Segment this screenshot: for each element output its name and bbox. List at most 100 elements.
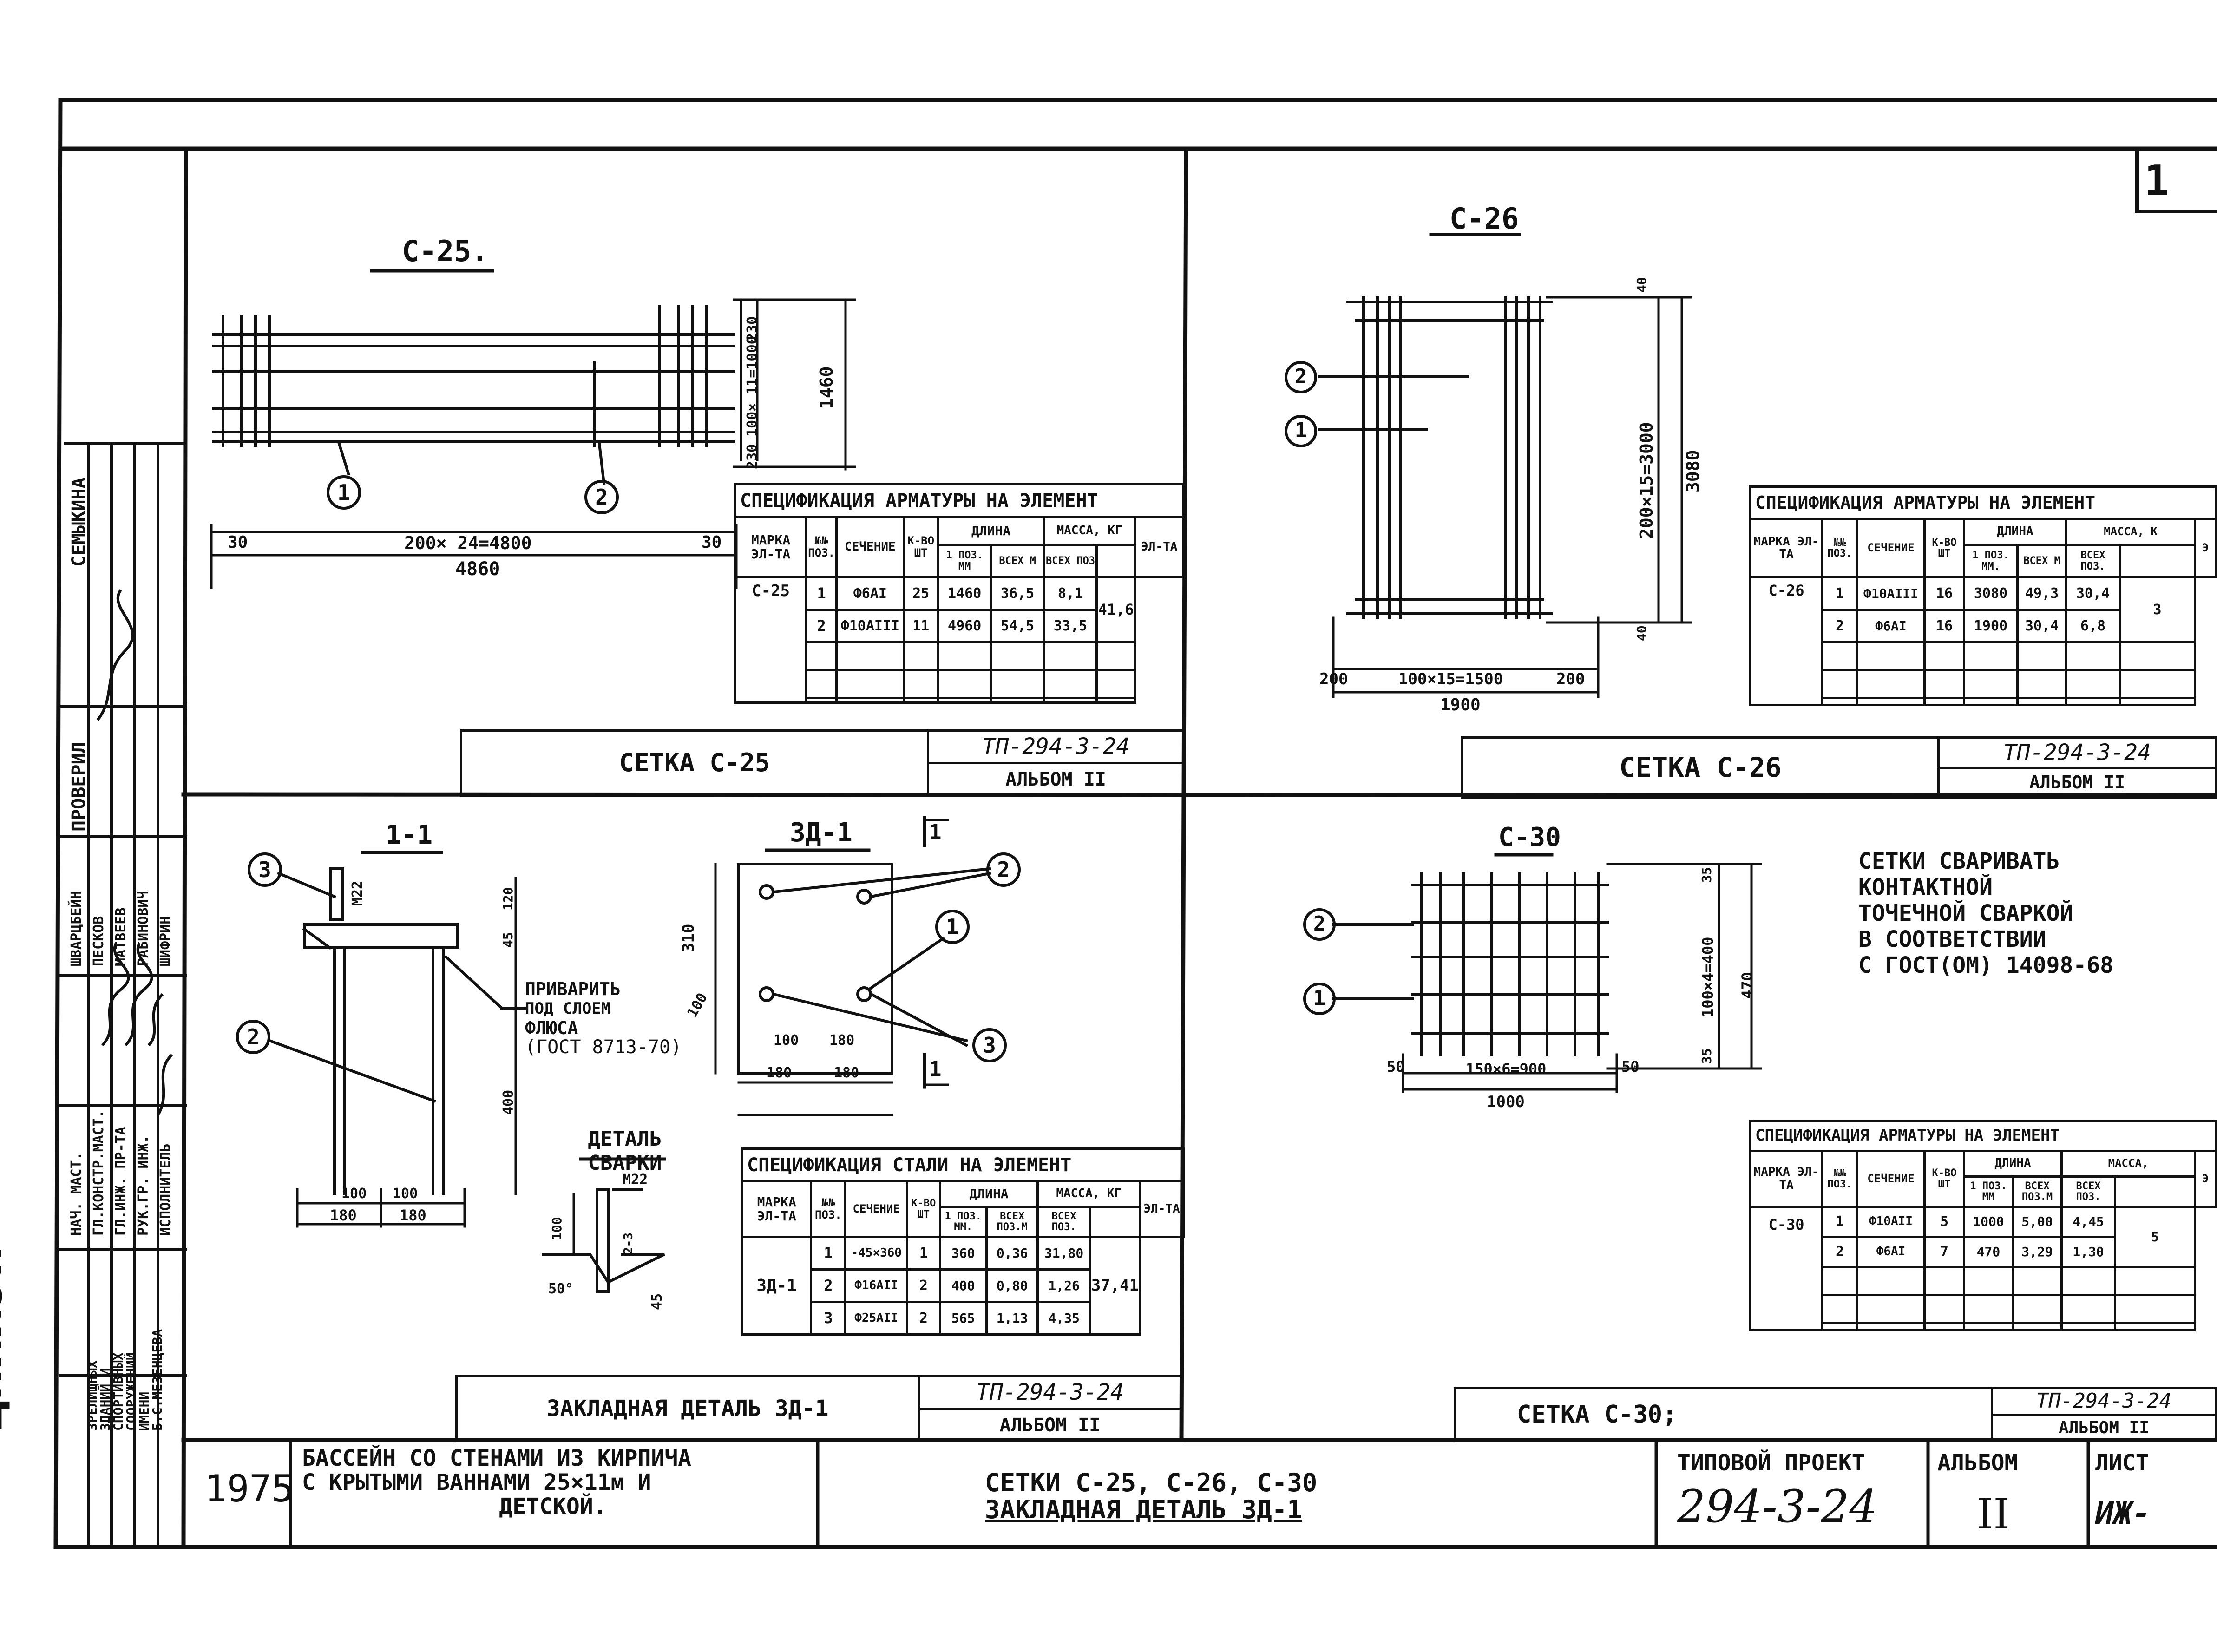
cell-len-all: 54,5	[990, 609, 1045, 643]
cell-qty: 2	[906, 1268, 941, 1303]
mesh-c25	[210, 269, 856, 589]
spec-title: СПЕЦИФИКАЦИЯ АРМАТУРЫ НА ЭЛЕМЕНТ	[1749, 485, 2217, 520]
cell-empty	[1856, 669, 1926, 699]
cell-mass: 33,5	[1043, 609, 1098, 643]
stamp-name: СЕТКА С-30;	[1454, 1387, 1993, 1442]
callout-circle-c26-2	[1285, 361, 1317, 393]
hdr-mass-all: ВСЕХ ПОЗ.	[2060, 1175, 2116, 1208]
spec-title: СПЕЦИФИКАЦИЯ СТАЛИ НА ЭЛЕМЕНТ	[741, 1147, 1185, 1182]
hdr-section: СЕЧЕНИЕ	[1856, 1150, 1926, 1208]
hdr-len-all: ВСЕХ ПОЗ.М	[985, 1206, 1039, 1238]
cell-section: Ф25АII	[844, 1301, 909, 1336]
zd1-dim-310: 310	[679, 924, 698, 952]
hdr-pos: №№ ПОЗ.	[1821, 518, 1858, 578]
cell-len-all: 0,36	[985, 1236, 1039, 1271]
weld-detail	[542, 1157, 666, 1293]
cell-section: Ф16АII	[844, 1268, 909, 1303]
dim-c30-right: 50	[1621, 1058, 1640, 1075]
hdr-len-one: 1 ПОЗ. ММ	[937, 544, 992, 578]
cell-len: 1000	[1963, 1206, 2014, 1238]
project-title-line: С КРЫТЫМИ ВАННАМИ 25×11м И	[302, 1469, 651, 1495]
callout-s11-2: 2	[247, 1024, 260, 1049]
org-name-line: СООРУЖЕНИЙ	[124, 1352, 139, 1431]
stamp-album: АЛЬБОМ II	[1991, 1414, 2217, 1442]
cell-section: Ф6АI	[1856, 1236, 1926, 1268]
cell-len-all: 49,3	[2016, 576, 2067, 611]
cell-empty	[902, 669, 939, 699]
sheet-value: ИЖ-	[2095, 1495, 2151, 1531]
dim-c25-v2: 100× 11=1000	[744, 336, 761, 437]
dim-c26-total-v: 3080	[1683, 450, 1703, 492]
cell-section: Ф10АII	[1856, 1206, 1926, 1238]
cell-len: 565	[938, 1301, 988, 1336]
hdr-length: ДЛИНА	[1963, 1150, 2063, 1178]
s11-dim-100a: 100	[341, 1186, 367, 1202]
cell-empty	[805, 641, 838, 671]
cell-len: 4960	[937, 609, 992, 643]
hdr-mass-el: ЭЛ-ТА	[1134, 516, 1185, 578]
cell-empty	[1923, 641, 1965, 671]
callout-circle-c26-1	[1285, 415, 1317, 447]
s11-dim-45: 45	[500, 932, 516, 948]
cell-empty	[2012, 1322, 2063, 1331]
weld-note-line: КОНТАКТНОЙ	[1858, 874, 1993, 900]
cell-empty	[1963, 1294, 2014, 1324]
s11-weld-note: ПРИВАРИТЬ ПОД СЛОЕМ ФЛЮСА (ГОСТ 8713-70)	[525, 980, 682, 1058]
hdr-mass: МАССА,	[2060, 1150, 2196, 1178]
mesh-c30	[1332, 853, 1762, 1093]
stamp-album: АЛЬБОМ II	[927, 762, 1185, 797]
hdr-pos: №№ ПОЗ.	[810, 1180, 847, 1238]
cell-empty	[1923, 1294, 1965, 1324]
cell-empty	[990, 641, 1045, 671]
dim-c26-right: 200	[1556, 670, 1585, 688]
weld-note-line: СЕТКИ СВАРИВАТЬ	[1858, 848, 2060, 874]
sheet-number: 1	[2144, 157, 2170, 205]
callout-circle-zd1-2	[986, 852, 1021, 887]
callout-zd1-2: 2	[997, 857, 1010, 882]
cell-empty	[2119, 669, 2196, 699]
cell-empty	[1923, 669, 1965, 699]
dim-c30-total: 1000	[1487, 1093, 1525, 1111]
stamp-album: АЛЬБОМ II	[1937, 767, 2217, 799]
cell-empty	[1963, 669, 2019, 699]
cell-empty	[2060, 1266, 2116, 1296]
cell-len: 1460	[937, 576, 992, 611]
cell-empty	[1821, 669, 1858, 699]
stamp-name: ЗАКЛАДНАЯ ДЕТАЛЬ ЗД-1	[455, 1375, 920, 1442]
hdr-mark: МАРКА ЭЛ-ТА	[1749, 518, 1823, 578]
typical-project-number: 294-3-24	[1677, 1481, 1878, 1533]
cell-empty	[2060, 1322, 2116, 1331]
checked-name: СЕМЫКИНА	[68, 477, 90, 567]
hdr-section: СЕЧЕНИЕ	[1856, 518, 1926, 578]
cell-empty	[902, 697, 939, 704]
zd1-dim-100: 100	[774, 1032, 799, 1049]
stamp-c25: СЕТКА С-25 ТП-294-3-24 АЛЬБОМ II	[460, 729, 1185, 797]
cell-empty	[1043, 669, 1098, 699]
weld-notes: СЕТКИ СВАРИВАТЬ КОНТАКТНОЙ ТОЧЕЧНОЙ СВАР…	[1858, 850, 2113, 980]
dim-c30-top: 35	[1699, 867, 1714, 883]
cell-pos: 1	[810, 1236, 847, 1271]
dim-c26-total: 1900	[1440, 695, 1481, 715]
checked-label: ПРОВЕРИЛ	[68, 742, 90, 832]
stamp-name: СЕТКА С-26	[1461, 736, 1940, 799]
callout-circle-s11-2	[236, 1020, 270, 1054]
plate-zd1	[714, 816, 991, 1116]
cell-empty	[1923, 1322, 1965, 1331]
cell-len-all: 0,80	[985, 1268, 1039, 1303]
cell-empty	[1095, 669, 1136, 699]
cell-pos: 2	[1821, 1236, 1858, 1268]
callout-zd1-1: 1	[946, 914, 959, 939]
callout-c30-1: 1	[1313, 986, 1326, 1010]
cell-len: 1900	[1963, 609, 2019, 643]
stamp-album: АЛЬБОМ II	[918, 1408, 1182, 1442]
hdr-mass-all: ВСЕХ ПОЗ	[1043, 544, 1098, 578]
callout-circle-zd1-1	[935, 910, 970, 944]
hdr-length: ДЛИНА	[1963, 518, 2067, 546]
hdr-section: СЕЧЕНИЕ	[844, 1180, 909, 1238]
hdr-len-all: ВСЕХ ПОЗ.М	[2012, 1175, 2063, 1208]
cell-len: 470	[1963, 1236, 2014, 1268]
weld-detail-angle: 50°	[548, 1281, 574, 1297]
cell-section: Ф6АI	[1856, 609, 1926, 643]
dim-c25-v3: 1460	[816, 366, 837, 409]
cell-empty	[1043, 697, 1098, 704]
